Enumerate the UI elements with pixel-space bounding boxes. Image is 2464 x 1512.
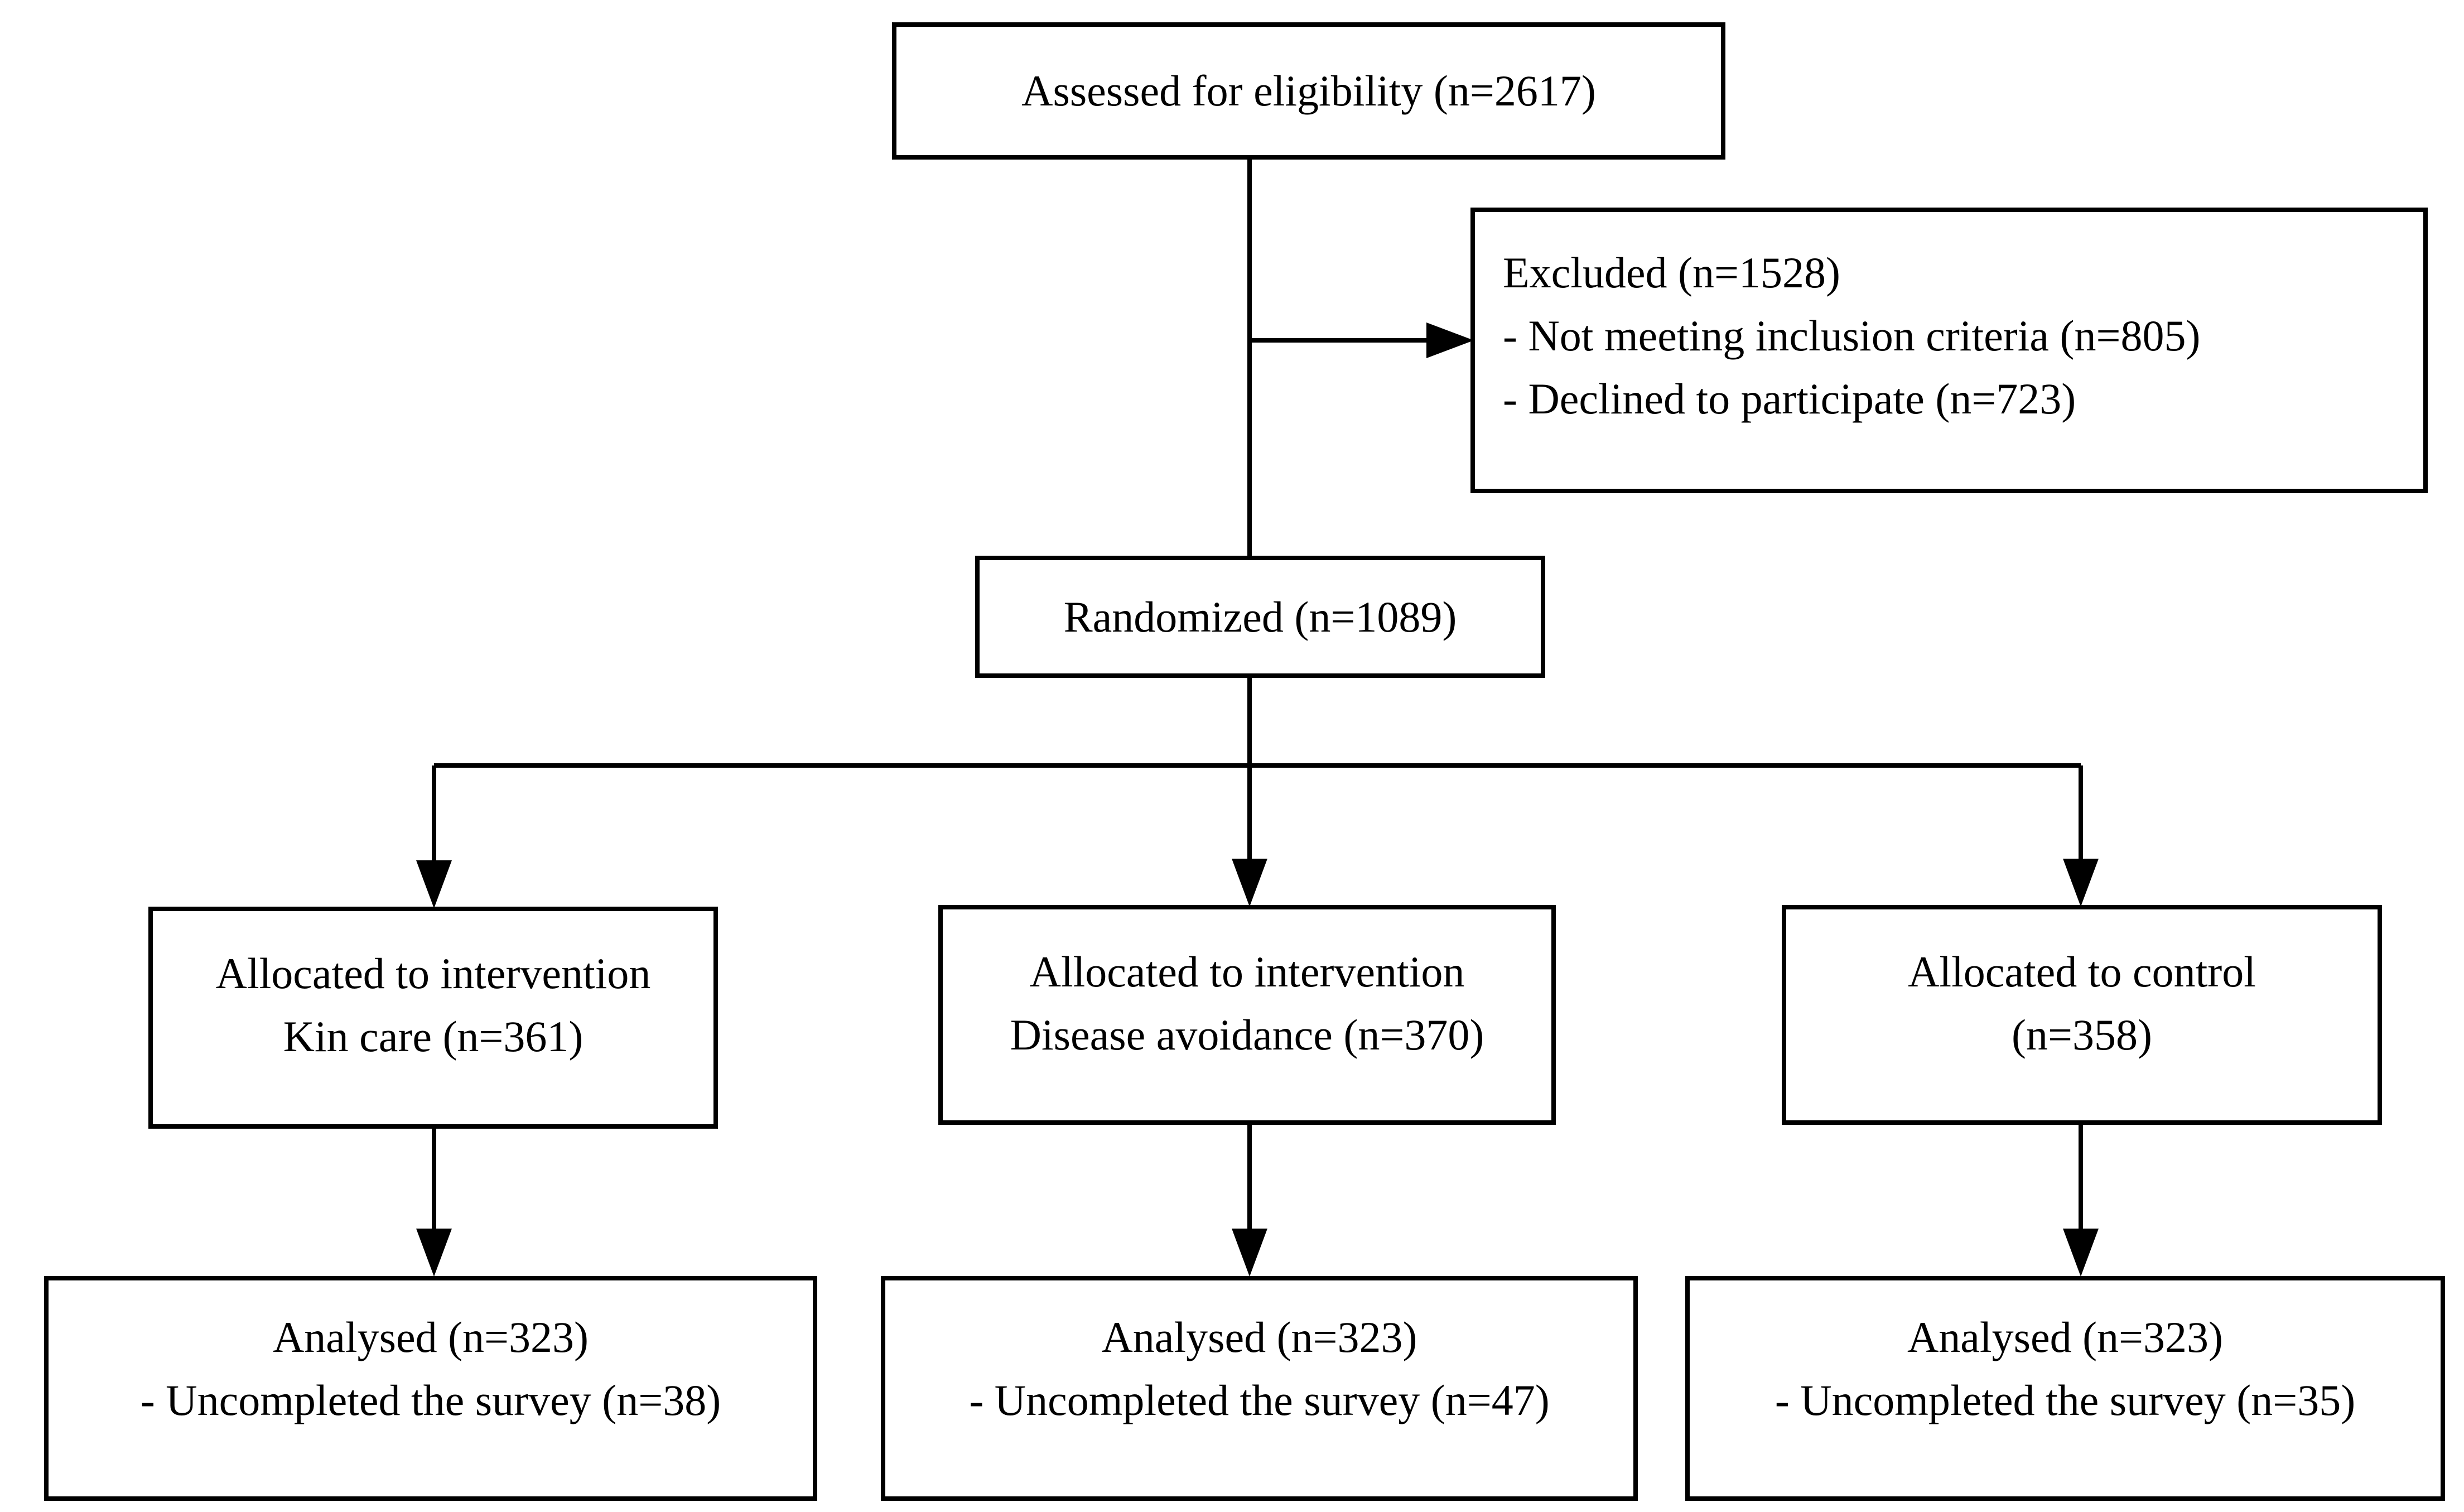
randomized-text: Randomized (n=1089): [1063, 592, 1457, 641]
box-analysed-disease-avoidance: Analysed (n=323) - Uncompleted the surve…: [881, 1276, 1638, 1501]
alloc-disease-line1: Allocated to intervention: [1029, 947, 1465, 996]
arrowhead-kin-icon: [416, 860, 452, 908]
excluded-reason-declined: - Declined to participate (n=723): [1503, 374, 2076, 423]
box-randomized: Randomized (n=1089): [975, 556, 1545, 678]
alloc-kin-line1: Allocated to intervention: [215, 949, 651, 998]
arrowhead-analysed-kin-icon: [416, 1229, 452, 1277]
analysed-disease-line2: - Uncompleted the survey (n=47): [969, 1376, 1550, 1425]
arrowhead-analysed-control-icon: [2063, 1229, 2099, 1277]
alloc-disease-line2: Disease avoidance (n=370): [1010, 1010, 1484, 1060]
analysed-kin-line2: - Uncompleted the survey (n=38): [140, 1376, 721, 1425]
analysed-disease-line1: Analysed (n=323): [1101, 1313, 1417, 1361]
box-allocated-disease-avoidance: Allocated to intervention Disease avoida…: [938, 905, 1556, 1125]
box-analysed-control: Analysed (n=323) - Uncompleted the surve…: [1685, 1276, 2445, 1501]
analysed-control-line1: Analysed (n=323): [1907, 1313, 2224, 1361]
arrowhead-disease-icon: [1232, 859, 1267, 907]
analysed-control-line2: - Uncompleted the survey (n=35): [1775, 1376, 2356, 1425]
alloc-kin-line2: Kin care (n=361): [283, 1012, 584, 1061]
arrowhead-analysed-disease-icon: [1232, 1229, 1267, 1277]
alloc-control-line1: Allocated to control: [1908, 947, 2256, 996]
analysed-kin-line1: Analysed (n=323): [272, 1313, 589, 1361]
box-allocated-kin-care: Allocated to intervention Kin care (n=36…: [148, 907, 718, 1129]
excluded-title: Excluded (n=1528): [1503, 248, 1840, 297]
box-allocated-control: Allocated to control (n=358): [1782, 905, 2382, 1125]
assessed-text: Assessed for eligibility (n=2617): [1021, 66, 1596, 115]
arrowhead-excluded-icon: [1426, 322, 1474, 358]
box-analysed-kin-care: Analysed (n=323) - Uncompleted the surve…: [44, 1276, 817, 1501]
box-excluded: Excluded (n=1528) - Not meeting inclusio…: [1470, 208, 2428, 493]
box-assessed-eligibility: Assessed for eligibility (n=2617): [892, 22, 1725, 160]
excluded-reason-inclusion: - Not meeting inclusion criteria (n=805): [1503, 311, 2201, 360]
alloc-control-line2: (n=358): [2012, 1010, 2152, 1060]
arrowhead-control-icon: [2063, 859, 2099, 907]
